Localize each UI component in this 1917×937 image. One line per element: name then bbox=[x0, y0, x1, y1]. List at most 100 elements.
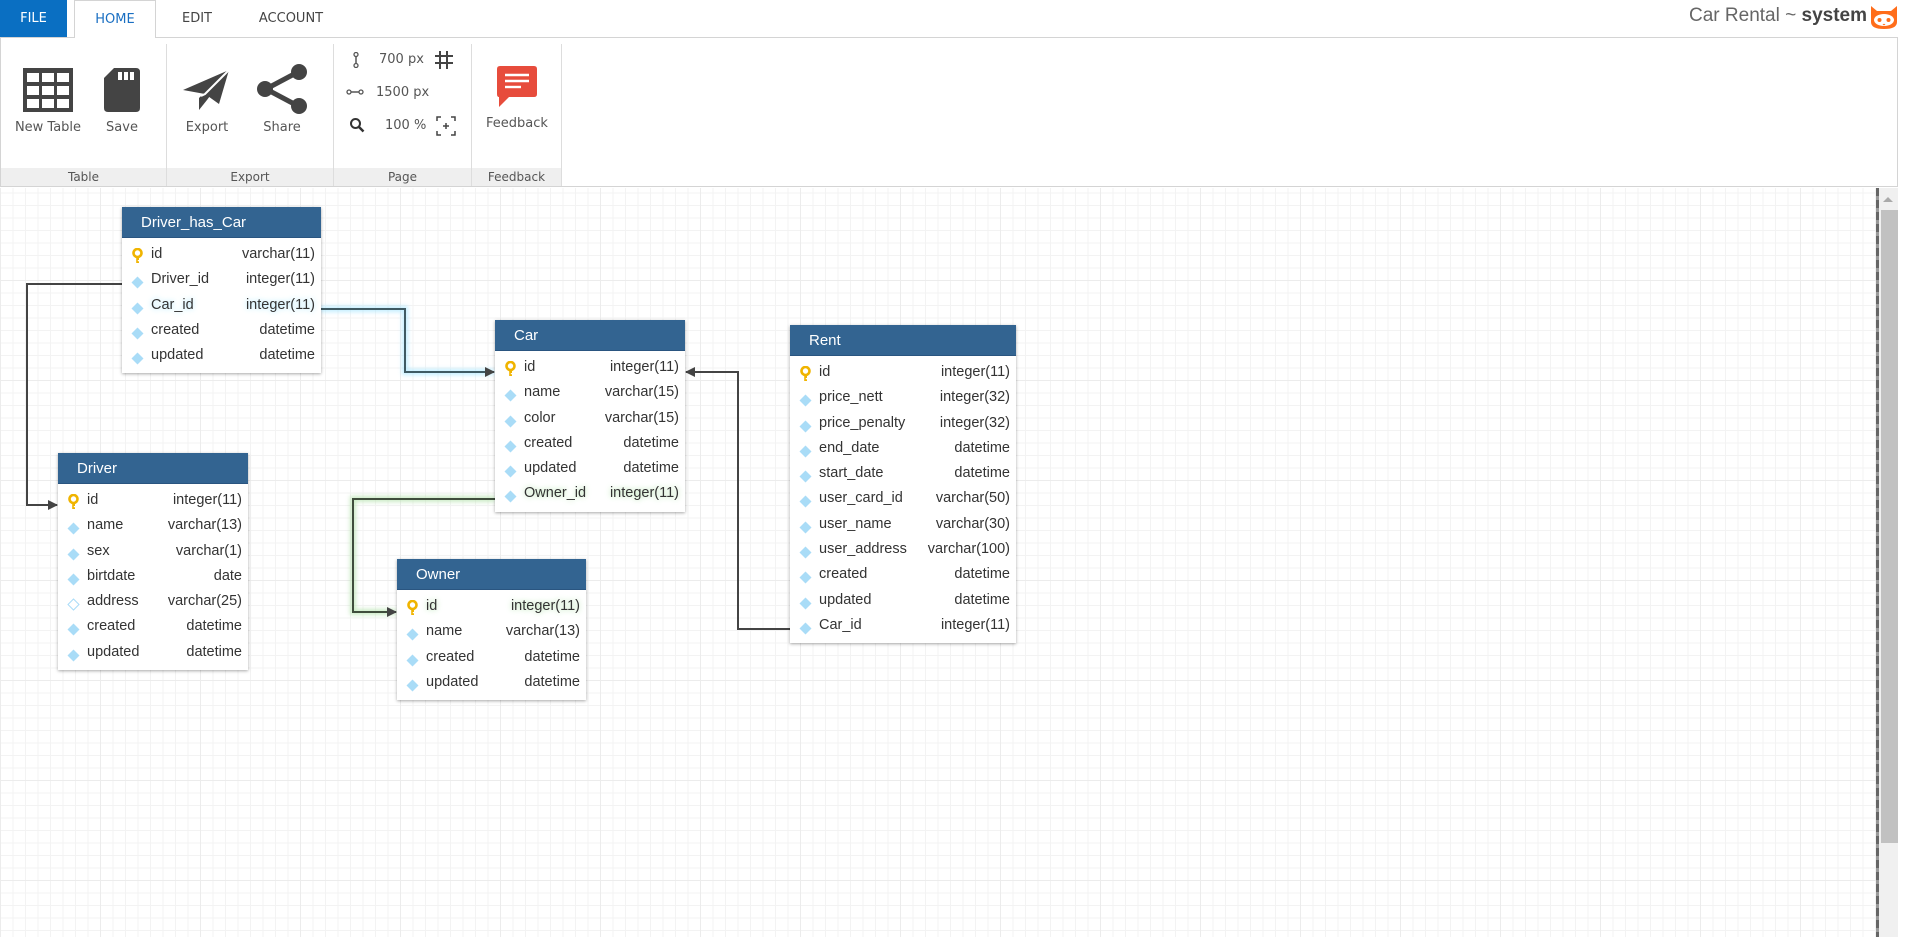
ribbon-group-export: Export Share Export bbox=[167, 44, 334, 186]
column-name: price_nett bbox=[819, 389, 883, 406]
column-diamond-icon bbox=[504, 386, 517, 402]
column-name: birtdate bbox=[87, 567, 136, 584]
column-name: updated bbox=[151, 347, 204, 364]
page-width-value[interactable]: 1500 px bbox=[376, 85, 430, 100]
column-diamond-icon bbox=[131, 273, 144, 289]
scrollbar-thumb[interactable] bbox=[1881, 210, 1898, 843]
column-name: created bbox=[426, 648, 475, 665]
grid-toggle-icon[interactable] bbox=[434, 50, 454, 70]
feedback-button[interactable]: Feedback bbox=[482, 66, 552, 131]
column-type: integer(11) bbox=[245, 271, 315, 288]
ribbon-group-feedback: Feedback Feedback bbox=[472, 44, 562, 186]
column-name: address bbox=[87, 593, 139, 610]
column-name: user_address bbox=[819, 541, 907, 558]
save-button[interactable]: Save bbox=[99, 68, 145, 135]
share-button[interactable]: Share bbox=[255, 64, 309, 135]
user-avatar-icon[interactable] bbox=[1869, 4, 1899, 30]
table-title[interactable]: Owner bbox=[397, 559, 586, 590]
column-type: varchar(30) bbox=[935, 515, 1010, 532]
column-name: price_penalty bbox=[819, 414, 906, 431]
app-name: Car Rental ~ bbox=[1689, 5, 1802, 26]
tab-account[interactable]: ACCOUNT bbox=[258, 11, 324, 26]
column-name: id bbox=[87, 492, 99, 508]
export-label: Export bbox=[185, 120, 229, 135]
column-diamond-icon bbox=[131, 299, 144, 315]
page-height-value[interactable]: 700 px bbox=[379, 52, 424, 67]
primary-key-icon bbox=[67, 493, 80, 509]
tab-home[interactable]: HOME bbox=[74, 0, 156, 38]
column-row[interactable]: user_card_id varchar(50) bbox=[790, 486, 1016, 511]
scroll-up-arrow-icon[interactable] bbox=[1883, 197, 1893, 202]
column-type: integer(11) bbox=[609, 359, 679, 375]
table-title[interactable]: Driver_has_Car bbox=[122, 207, 321, 238]
table-title[interactable]: Rent bbox=[790, 325, 1016, 356]
column-diamond-icon bbox=[67, 570, 80, 586]
table-title[interactable]: Car bbox=[495, 320, 685, 351]
column-diamond-icon bbox=[799, 442, 812, 458]
column-name: name bbox=[426, 623, 463, 640]
column-type: integer(11) bbox=[940, 364, 1010, 380]
column-row[interactable]: created datetime bbox=[397, 645, 586, 670]
ribbon: New Table Save Table Export bbox=[0, 37, 1898, 187]
column-name: created bbox=[819, 566, 868, 583]
column-name: user_card_id bbox=[819, 490, 903, 507]
column-name: user_name bbox=[819, 515, 892, 532]
new-table-button[interactable]: New Table bbox=[13, 68, 83, 135]
export-button[interactable]: Export bbox=[182, 68, 232, 135]
column-name: created bbox=[151, 321, 200, 338]
column-diamond-icon bbox=[799, 594, 812, 610]
tab-file[interactable]: FILE bbox=[0, 0, 67, 37]
tab-edit[interactable]: EDIT bbox=[182, 11, 212, 26]
column-row[interactable]: user_name varchar(30) bbox=[790, 512, 1016, 537]
column-type: datetime bbox=[623, 434, 679, 451]
column-type: integer(11) bbox=[245, 296, 315, 313]
column-type: varchar(50) bbox=[935, 490, 1010, 507]
column-type: varchar(15) bbox=[604, 384, 679, 401]
column-type: datetime bbox=[524, 648, 580, 665]
user-name: system bbox=[1801, 5, 1868, 26]
zoom-value[interactable]: 100 % bbox=[385, 118, 427, 133]
column-name: Car_id bbox=[819, 616, 862, 633]
column-type: datetime bbox=[954, 465, 1010, 482]
table-title[interactable]: Driver bbox=[58, 453, 248, 484]
fit-to-screen-icon[interactable] bbox=[436, 116, 456, 136]
column-diamond-icon bbox=[131, 324, 144, 340]
column-type: datetime bbox=[623, 460, 679, 477]
group-label-page: Page bbox=[334, 168, 471, 186]
